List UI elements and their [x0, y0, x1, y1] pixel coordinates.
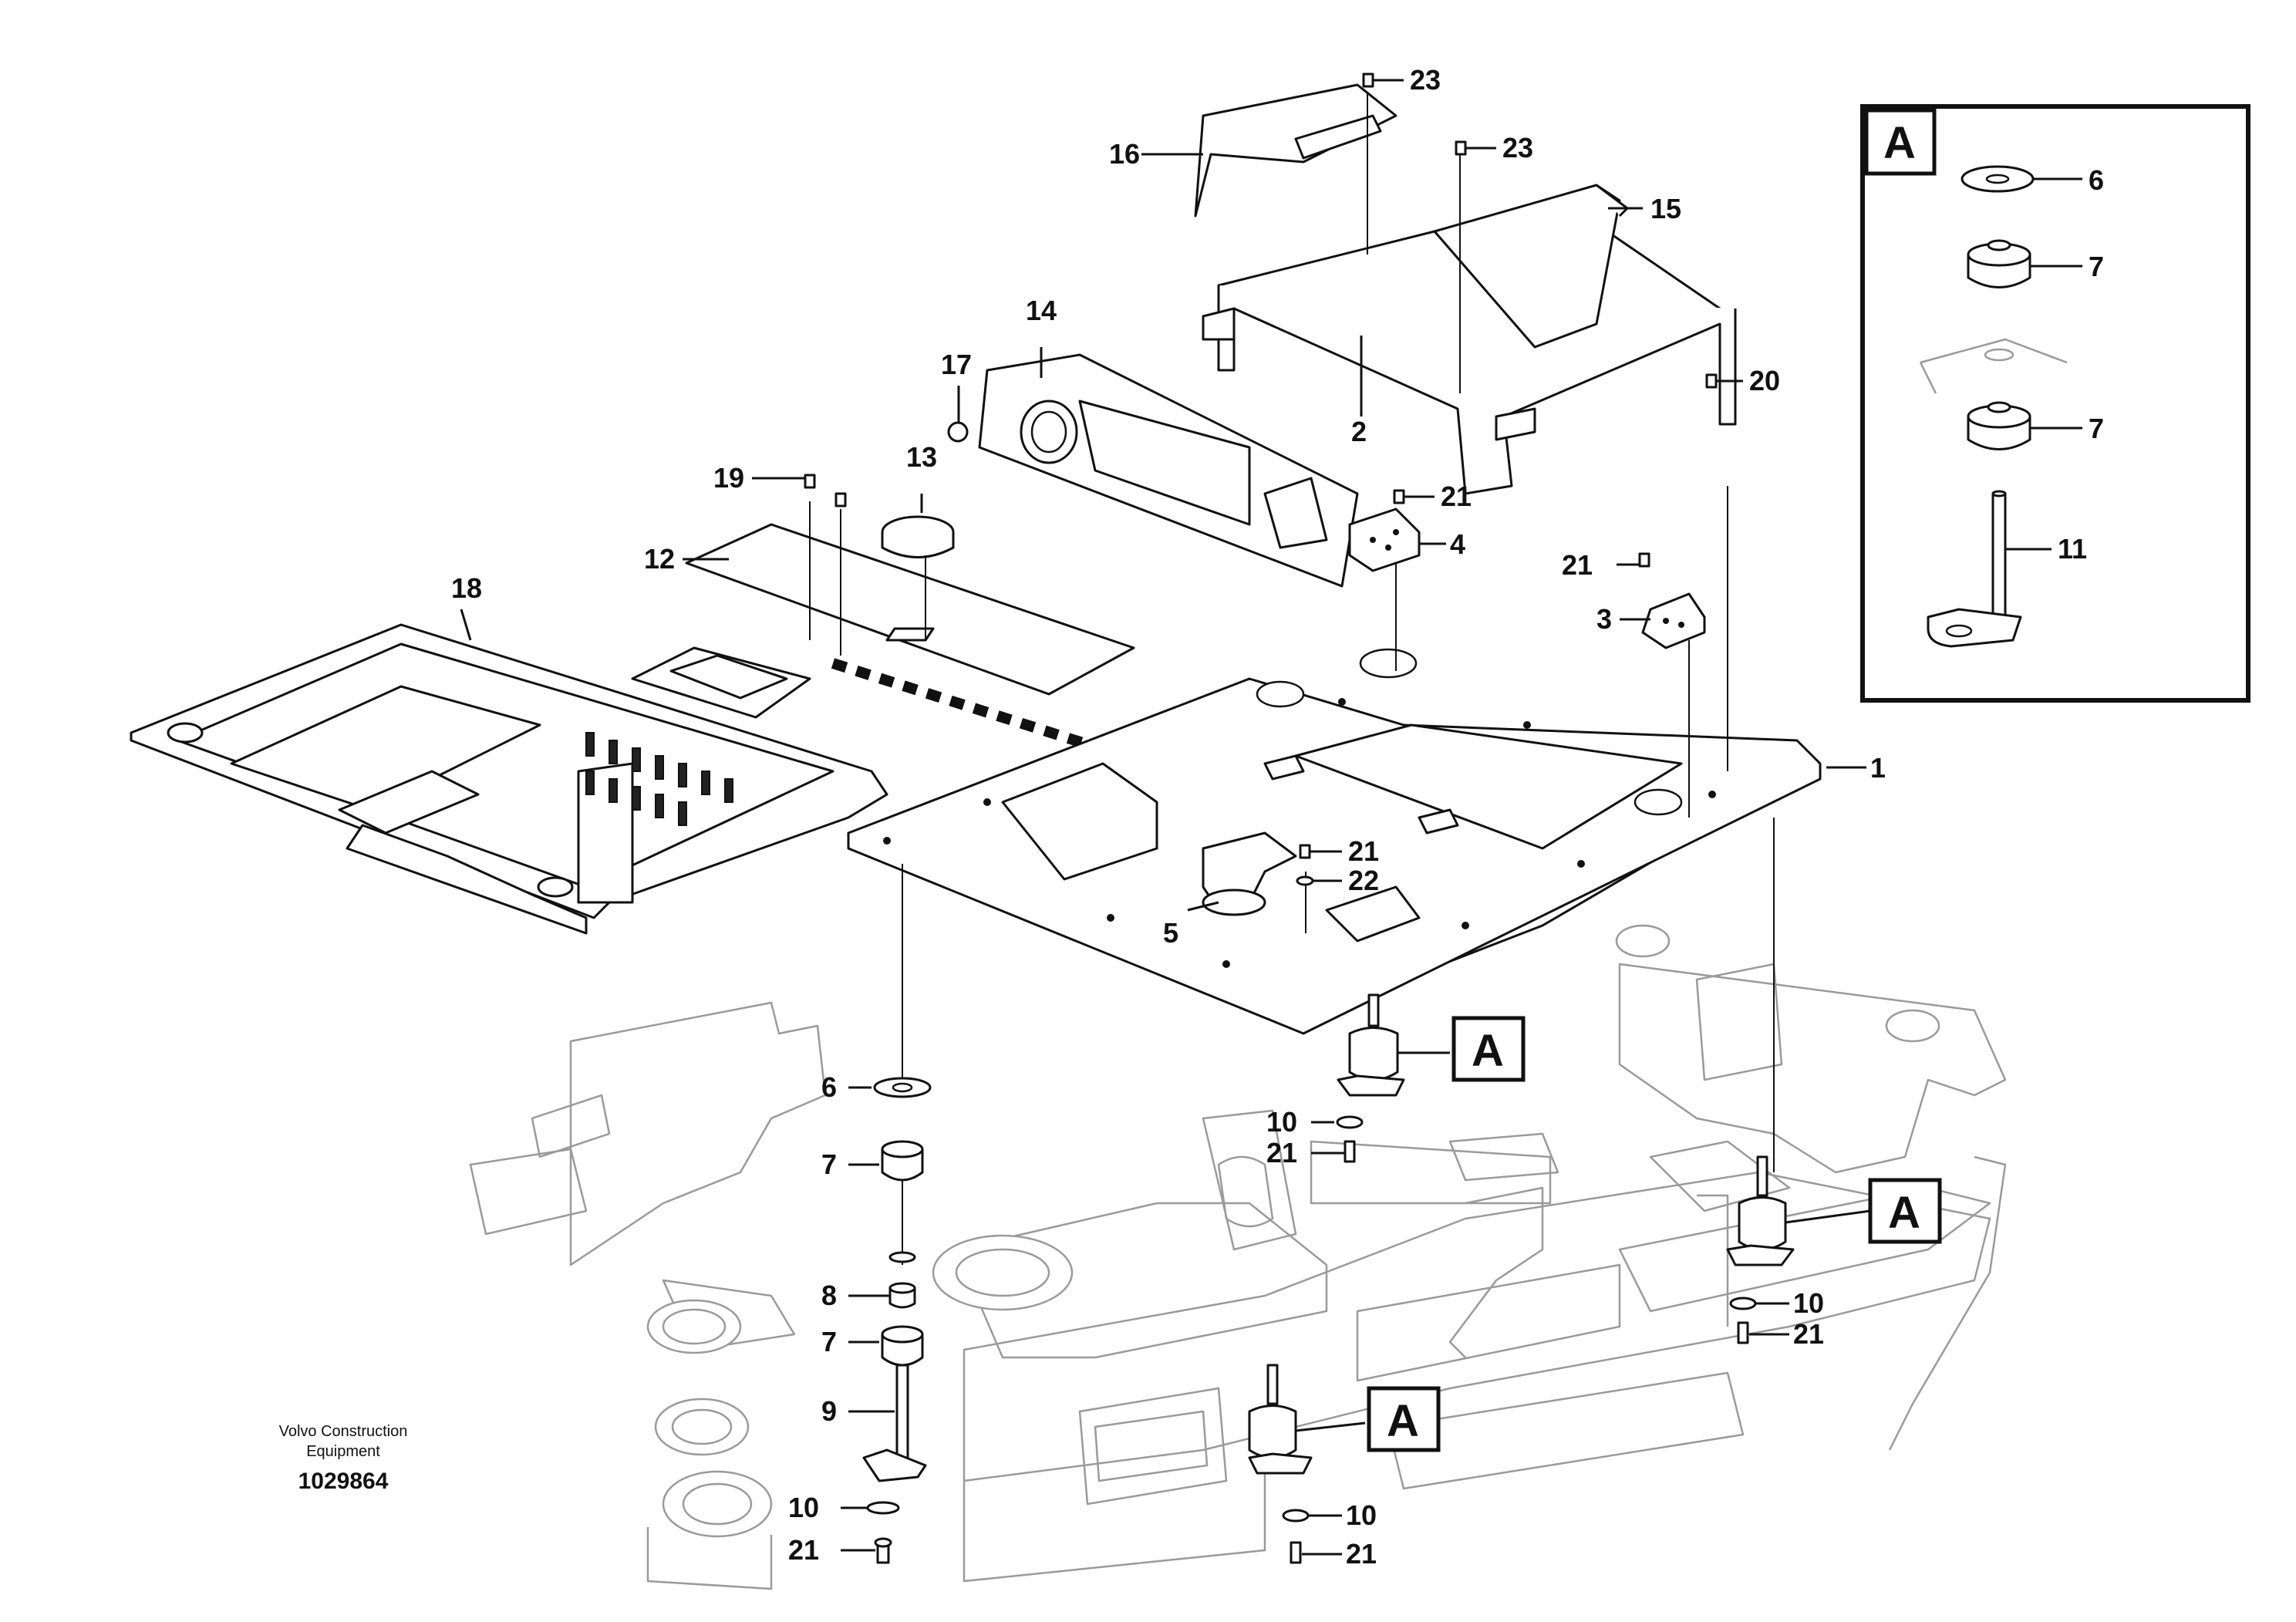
mount-A-right [1726, 1155, 1795, 1344]
callout-2: 2 [1351, 416, 1367, 447]
detail-box-A: A 6 7 7 11 [1860, 104, 2250, 703]
callout-17: 17 [941, 349, 972, 380]
callout-19: 19 [713, 462, 744, 494]
callout-15: 15 [1650, 193, 1681, 224]
callout-16: 16 [1109, 138, 1140, 170]
floor-plate-part-1 [847, 648, 1822, 1035]
company-line-1: Volvo Construction [279, 1423, 408, 1440]
callout-23b: 23 [1502, 132, 1533, 164]
svg-text:A: A [1472, 1026, 1504, 1076]
detail-box-letter: A [1883, 118, 1916, 168]
floor-mat-part-18 [130, 623, 888, 935]
detail-tag-3: A [1367, 1386, 1441, 1452]
callout-13: 13 [906, 441, 937, 473]
mat-slots [585, 732, 733, 826]
callout-12: 12 [644, 543, 675, 575]
assembly-axes [809, 93, 1775, 1265]
leader-lines [460, 79, 1871, 1556]
callout-21e: 21 [1441, 481, 1472, 512]
callout-21g: 21 [1348, 835, 1379, 867]
mount-plate-part-3 [1641, 592, 1706, 649]
detail-callout-11: 11 [2058, 533, 2087, 565]
svg-text:A: A [1387, 1396, 1419, 1446]
callout-7a: 7 [821, 1148, 837, 1180]
callout-1: 1 [1870, 752, 1886, 784]
detail-callout-6: 6 [2089, 164, 2104, 196]
callout-23a: 23 [1410, 64, 1441, 96]
callout-20: 20 [1749, 365, 1780, 396]
callout-10b: 10 [1266, 1106, 1297, 1138]
callout-7b: 7 [821, 1326, 837, 1357]
callout-21b: 21 [1266, 1137, 1297, 1168]
callout-8: 8 [821, 1280, 837, 1311]
callout-10c: 10 [1793, 1287, 1824, 1319]
left-mount-stack [862, 1077, 932, 1564]
svg-text:A: A [1888, 1188, 1920, 1238]
callout-18: 18 [451, 572, 482, 604]
console-panel-part-14 [978, 353, 1359, 588]
callout-14: 14 [1026, 295, 1057, 326]
upper-frame-ghost [469, 924, 2007, 1590]
callout-21a: 21 [788, 1534, 819, 1566]
callout-labels: 1 2 3 4 5 6 7 8 7 9 10 21 10 21 10 21 10… [451, 64, 1886, 1570]
cover-plate-part-12 [631, 523, 1135, 719]
callout-6: 6 [821, 1071, 837, 1103]
mount-plate-part-4 [1348, 508, 1421, 572]
company-line-2: Equipment [306, 1443, 380, 1460]
knob-part-17 [947, 421, 969, 443]
callout-21d: 21 [1346, 1538, 1377, 1570]
callout-10d: 10 [1346, 1499, 1377, 1531]
mount-A-bottom [1248, 1364, 1313, 1564]
detail-tag-2: A [1868, 1178, 1942, 1244]
callout-21f: 21 [1562, 549, 1593, 581]
detail-tag-1: A [1451, 1016, 1526, 1082]
callout-9: 9 [821, 1395, 837, 1427]
mount-A-center [1336, 993, 1405, 1163]
callout-21c: 21 [1793, 1318, 1824, 1350]
callout-10a: 10 [788, 1492, 819, 1523]
top-cover-part-16 [1194, 83, 1397, 218]
pad-part-13 [881, 515, 955, 558]
callout-22: 22 [1348, 865, 1379, 896]
footer: Volvo Construction Equipment 1029864 [279, 1423, 408, 1494]
callout-4: 4 [1450, 528, 1465, 560]
drawing-number: 1029864 [298, 1469, 389, 1494]
callout-3: 3 [1596, 603, 1612, 635]
bracket-part-5 [1202, 831, 1297, 916]
detail-callout-7b: 7 [2089, 413, 2104, 444]
callout-5: 5 [1163, 917, 1178, 949]
detail-callout-7a: 7 [2089, 251, 2104, 282]
